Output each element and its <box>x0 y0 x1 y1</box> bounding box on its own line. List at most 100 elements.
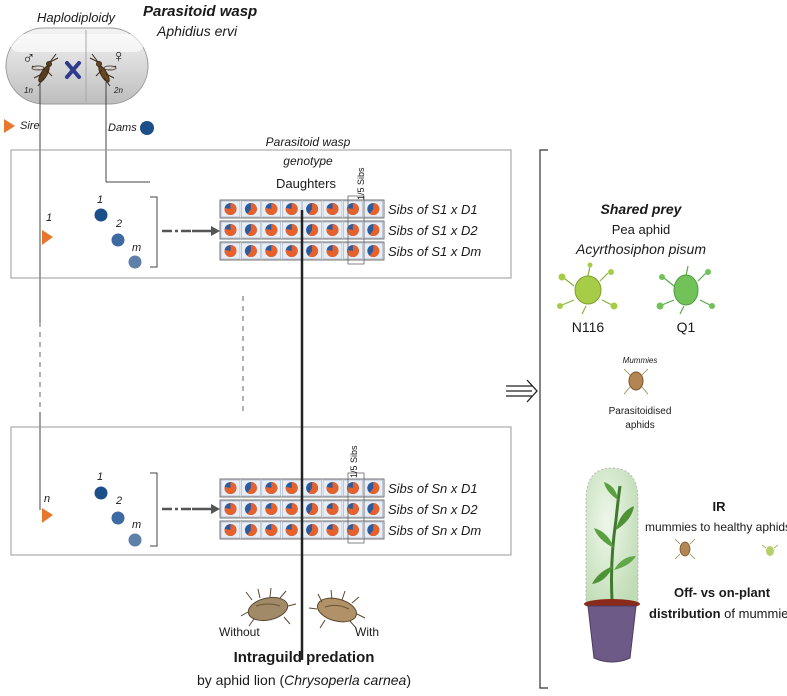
block2-row-3: Sibs of Sn x Dm <box>388 523 482 538</box>
block1-genotype-share <box>224 224 237 237</box>
block1-genotype-share <box>308 203 319 216</box>
block1-row-3: Sibs of S1 x Dm <box>388 244 482 259</box>
genotype-line2: genotype <box>283 154 333 168</box>
block1-genotype-share <box>369 203 380 216</box>
sire-legend-marker <box>4 119 15 133</box>
female-ploidy: 2n <box>114 86 123 95</box>
block2-genotype-share <box>308 503 319 515</box>
block2-sire-index: n <box>44 493 51 505</box>
block1-sib-grid <box>219 199 385 261</box>
aphid-q1-icon <box>656 265 715 315</box>
block1-dam-label-2: 2 <box>116 218 123 230</box>
bell-jar-icon <box>585 467 639 605</box>
block1-dam-label-m: m <box>132 242 142 254</box>
block1-genotype-share <box>346 203 359 216</box>
prey-species: Acyrthosiphon pisum <box>576 241 706 257</box>
block2-genotype-share <box>224 503 237 515</box>
haplodiploidy-label: Haplodiploidy <box>37 10 116 25</box>
block2-genotype-share <box>308 482 319 494</box>
genotype-line1: Parasitoid wasp <box>265 135 351 149</box>
ir-healthy-aphid-icon <box>761 544 779 556</box>
block2-genotype-share <box>247 503 257 515</box>
prey-clone-q1: Q1 <box>676 319 696 335</box>
block1-genotype-share <box>247 203 257 216</box>
block2-genotype-share <box>265 524 278 537</box>
block1-genotype-share <box>285 245 298 257</box>
block2-genotype-share <box>369 503 380 515</box>
ir-subtitle: mummies to healthy aphids <box>644 520 787 534</box>
block1-dam-2 <box>111 233 125 247</box>
block2-genotype-share <box>224 524 237 536</box>
mummy-icon <box>623 368 649 395</box>
block2-frame <box>10 426 512 556</box>
block2-genotype-share <box>326 503 339 515</box>
block1-row-2: Sibs of S1 x D2 <box>388 223 478 238</box>
ir-title: IR <box>712 499 726 514</box>
block2-genotype-share <box>346 503 359 515</box>
plant-icon <box>592 482 636 601</box>
block1-dam-label-1: 1 <box>97 194 104 206</box>
block1-genotype-share <box>326 224 339 237</box>
block2-dam-m <box>128 533 142 547</box>
aphid-lion-with-icon <box>308 589 366 629</box>
block1-genotype-share <box>369 224 380 237</box>
mummies-line2: aphids <box>625 420 655 431</box>
block2-genotype-share <box>326 524 339 536</box>
block2-sire-marker <box>42 508 53 523</box>
wasp-title: Parasitoid wasp <box>143 3 258 20</box>
block2-sibs-label: 1/5 Sibs <box>349 445 359 478</box>
block1-genotype-share <box>224 203 237 216</box>
block1-frame <box>10 149 512 279</box>
distribution-rest: of mummies <box>724 606 787 621</box>
cross-icon <box>65 61 81 79</box>
outcome-bracket <box>539 149 548 689</box>
block2-dam-label-m: m <box>132 519 142 531</box>
predation-subtitle-prefix: by aphid lion ( <box>196 672 285 688</box>
male-wasp-icon <box>31 53 59 87</box>
aphid-lion-without-icon <box>240 587 297 627</box>
block1-genotype-share <box>326 203 339 216</box>
block1-genotype-share <box>346 245 359 257</box>
block1-genotype-share <box>224 245 237 258</box>
block1-genotype-share <box>265 245 278 257</box>
block2-genotype-share <box>224 482 237 494</box>
genotype-daughters: Daughters <box>276 176 336 191</box>
block2-genotype-share <box>308 524 319 536</box>
predation-with: With <box>355 625 379 639</box>
block1-genotype-share <box>285 203 298 216</box>
block2-dam-label-2: 2 <box>116 495 123 507</box>
block1-genotype-share <box>369 245 380 258</box>
block2-genotype-share <box>369 482 380 494</box>
block1-dam-1 <box>94 208 108 222</box>
block2-genotype-share <box>285 524 298 536</box>
female-wasp-icon <box>89 53 117 87</box>
distribution-line1: Off- vs on-plant <box>673 585 771 600</box>
block2-dam-1 <box>94 486 108 500</box>
dams-legend-label: Dams <box>108 122 137 134</box>
ir-mummy-icon <box>674 538 696 560</box>
pot-icon <box>584 599 640 663</box>
block1-row-1: Sibs of S1 x D1 <box>388 202 478 217</box>
wasp-species: Aphidius ervi <box>157 23 238 39</box>
block2-genotype-share <box>265 503 278 515</box>
predation-subtitle: by aphid lion (Chrysoperla carnea) <box>197 673 411 687</box>
block1-genotype-share <box>265 203 278 216</box>
predation-without: Without <box>219 625 260 639</box>
block2-genotype-share <box>247 482 257 494</box>
block2-dam-2 <box>111 511 125 525</box>
predation-subtitle-suffix: ) <box>406 672 412 688</box>
block2-genotype-share <box>285 503 298 515</box>
block2-genotype-share <box>247 524 257 536</box>
block1-genotype-share <box>247 245 257 258</box>
block1-sire-marker <box>42 230 53 245</box>
block2-genotype-share <box>346 482 359 494</box>
block2-genotype-share <box>265 482 278 494</box>
block2-row-1: Sibs of Sn x D1 <box>388 481 478 496</box>
block1-sibs-label: 1/5 Sibs <box>356 167 366 200</box>
prey-title: Shared prey <box>600 201 682 217</box>
predation-title: Intraguild predation <box>233 649 375 666</box>
block1-genotype-share <box>308 245 319 258</box>
mummies-line1: Parasitoidised <box>608 406 672 417</box>
block2-row-2: Sibs of Sn x D2 <box>388 502 478 517</box>
